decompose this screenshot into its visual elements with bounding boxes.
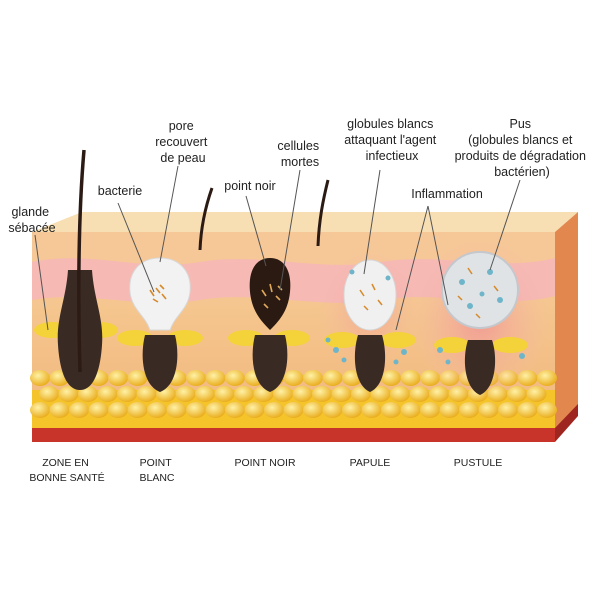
leader-pus (489, 179, 521, 271)
fat-cell (400, 370, 421, 386)
hair (77, 149, 86, 373)
fat-cell (186, 402, 206, 418)
fat-cell (322, 402, 343, 418)
fat-cell (273, 386, 293, 402)
fat-cell (117, 386, 137, 402)
fat-cell (331, 386, 352, 402)
fat-cell (409, 386, 430, 402)
leader-inflammation-1 (395, 205, 429, 331)
fat-cell (195, 386, 215, 402)
fat-cell (303, 402, 323, 418)
fat-cell (370, 386, 391, 402)
label-cellules: cellules mortes (277, 139, 322, 169)
pustule-follicle (434, 251, 528, 395)
fat-cell (283, 402, 304, 418)
blackhead-follicle (228, 258, 310, 392)
fat-cell (283, 370, 304, 386)
fat-cell (342, 402, 362, 418)
fat-cell (147, 402, 167, 418)
caption-papule: PAPULE (350, 457, 391, 469)
fat-cell (78, 386, 98, 402)
hair-strand-2 (316, 179, 330, 247)
fat-cell (136, 386, 157, 402)
fat-cell (97, 386, 118, 402)
healthy-follicle (34, 149, 118, 390)
fat-cell (351, 386, 371, 402)
fat-cell (225, 370, 245, 386)
leader-cellules (279, 169, 301, 291)
fat-cell (478, 402, 499, 418)
fat-cell (361, 402, 382, 418)
fat-cell (264, 402, 284, 418)
label-bacterie: bacterie (98, 184, 143, 198)
leader-point-noir (245, 195, 267, 267)
fat-cell (381, 402, 401, 418)
skin-top-surface (32, 212, 578, 232)
label-point-noir: point noir (224, 179, 275, 193)
fat-cell (186, 370, 206, 386)
label-inflammation: Inflammation (411, 187, 483, 201)
fat-cell (390, 386, 410, 402)
fat-cell (69, 402, 89, 418)
leader-bacterie (117, 202, 155, 293)
fat-cell (517, 402, 538, 418)
muscle-layer (32, 428, 555, 442)
leader-inflammation-2 (427, 205, 449, 306)
fat-cell (108, 402, 128, 418)
leader-globules (363, 169, 381, 275)
fat-cell (312, 386, 332, 402)
leader-glande (34, 234, 49, 331)
fat-cell (205, 402, 226, 418)
fat-cell (429, 386, 449, 402)
muscle-side (555, 404, 578, 442)
fat-cell (234, 386, 254, 402)
caption-point-blanc: POINT BLANC (139, 457, 174, 484)
fat-cell (166, 402, 187, 418)
fat-cell (498, 402, 518, 418)
bacteria-cluster (149, 284, 167, 303)
fat-cell (214, 386, 235, 402)
fat-cell (30, 402, 50, 418)
fat-cell (381, 370, 401, 386)
fat-cell (127, 402, 148, 418)
fat-cell (205, 370, 226, 386)
label-globules: globules blancs attaquant l'agent infect… (344, 117, 440, 163)
fat-cell (439, 402, 460, 418)
papule-follicle (324, 259, 416, 392)
fat-cell (108, 370, 128, 386)
fat-cell (322, 370, 343, 386)
fat-cell (39, 386, 59, 402)
caption-zone-saine: ZONE EN BONNE SANTÉ (29, 457, 104, 484)
caption-point-noir: POINT NOIR (234, 457, 295, 469)
fat-cell (303, 370, 323, 386)
label-pus: Pus (globules blancs et produits de dégr… (455, 117, 590, 179)
skin-side-face (555, 212, 578, 440)
label-pore: pore recouvert de peau (155, 119, 211, 165)
fat-cell (49, 402, 70, 418)
dead-cells (261, 283, 283, 309)
fat-cell (88, 402, 109, 418)
fat-cell (244, 402, 265, 418)
pus-particles (437, 269, 525, 365)
fat-cell (292, 386, 313, 402)
label-glande: glande sébacée (8, 205, 55, 235)
epidermis-layer (32, 232, 555, 265)
fat-cell (420, 402, 440, 418)
caption-pustule: PUSTULE (454, 457, 502, 469)
fat-cell (400, 402, 421, 418)
fat-cell (526, 386, 547, 402)
fat-cell (30, 370, 50, 386)
fat-cell (537, 370, 557, 386)
hair-strand-1 (198, 187, 214, 251)
leader-pore (159, 165, 179, 263)
fat-cell (459, 402, 479, 418)
fat-cell (537, 402, 557, 418)
whitehead-follicle (117, 257, 203, 392)
fat-cell (175, 386, 196, 402)
fat-cell (225, 402, 245, 418)
white-cells-attacking (325, 269, 407, 365)
fat-cell (58, 386, 79, 402)
fat-cell (127, 370, 148, 386)
